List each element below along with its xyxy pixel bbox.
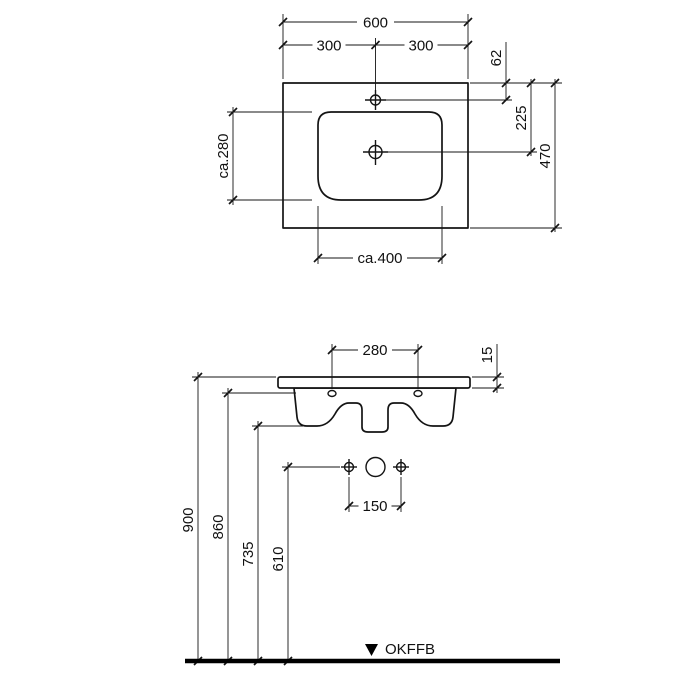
supply-left-icon bbox=[343, 461, 355, 473]
label-backing bbox=[357, 14, 394, 30]
dim-tick bbox=[501, 95, 511, 105]
fixing-hole-right-icon bbox=[413, 389, 423, 398]
drain-hole-icon bbox=[368, 144, 383, 160]
supply-right-icon bbox=[395, 461, 407, 473]
faucet-hole-icon bbox=[369, 94, 382, 106]
dim-tick bbox=[370, 40, 381, 50]
dim-tick bbox=[526, 78, 536, 88]
dim-label-62: 62 bbox=[488, 50, 505, 67]
dim-bowl-width: ca.400 bbox=[313, 206, 447, 267]
dim-tick bbox=[228, 195, 238, 205]
dim-tick bbox=[253, 421, 263, 431]
connection-symbols bbox=[341, 456, 409, 478]
dim-label-300-left: 300 bbox=[316, 38, 341, 55]
dim-label-900: 900 bbox=[180, 507, 197, 532]
dim-tick bbox=[223, 388, 233, 398]
dim-rim-thickness: 15 bbox=[472, 344, 504, 393]
dim-label-150: 150 bbox=[362, 498, 387, 515]
dim-tick bbox=[193, 372, 203, 382]
label-backing bbox=[358, 498, 392, 514]
dim-label-735: 735 bbox=[240, 541, 257, 566]
dim-tick bbox=[396, 501, 406, 511]
dim-tick bbox=[492, 372, 502, 382]
dim-tick bbox=[501, 78, 511, 88]
dim-tick bbox=[344, 501, 354, 511]
dim-label-225: 225 bbox=[513, 105, 530, 130]
dim-label-470: 470 bbox=[537, 143, 554, 168]
label-backing bbox=[404, 37, 438, 53]
dim-label-ca400: ca.400 bbox=[357, 250, 402, 267]
dim-bowl-depth: ca.280 bbox=[215, 107, 312, 205]
dim-tick bbox=[228, 107, 238, 117]
dim-tick bbox=[437, 253, 447, 263]
fixing-hole-left-icon bbox=[327, 389, 337, 398]
dim-label-300-right: 300 bbox=[408, 38, 433, 55]
dim-supply-spacing: 150 bbox=[344, 477, 406, 515]
top-view: 600 300 300 62 bbox=[215, 14, 562, 267]
dim-label-280: 280 bbox=[362, 342, 387, 359]
dim-label-15: 15 bbox=[479, 347, 496, 364]
dim-label-600: 600 bbox=[363, 15, 388, 32]
dim-tick bbox=[413, 345, 423, 355]
basin-body-outline bbox=[293, 387, 457, 433]
dim-half-widths: 300 300 bbox=[278, 37, 473, 91]
dim-tick bbox=[327, 345, 337, 355]
dim-tick bbox=[550, 223, 560, 233]
dim-trap-height: 735 bbox=[240, 421, 303, 666]
dim-tick bbox=[492, 383, 502, 393]
label-backing bbox=[312, 37, 346, 53]
dim-rim-height: 900 bbox=[180, 372, 276, 666]
dim-fixing-height: 860 bbox=[210, 388, 296, 666]
dim-tick bbox=[463, 17, 473, 27]
dim-tick bbox=[526, 147, 536, 157]
floor-marker-triangle-icon bbox=[365, 644, 378, 656]
basin-rim-outline bbox=[277, 376, 471, 389]
dim-drain-offset: 225 bbox=[513, 78, 536, 157]
dim-tick bbox=[313, 253, 323, 263]
dim-tick bbox=[278, 17, 288, 27]
dim-fixing-spacing: 280 bbox=[327, 342, 423, 389]
label-backing bbox=[358, 342, 392, 358]
dim-label-ca280: ca.280 bbox=[215, 133, 232, 178]
dim-total-depth: 470 bbox=[537, 78, 560, 233]
label-backing bbox=[353, 250, 407, 266]
dim-tick bbox=[283, 462, 293, 472]
dim-label-860: 860 bbox=[210, 514, 227, 539]
floor-label: OKFFB bbox=[385, 641, 435, 658]
dim-tick bbox=[278, 40, 288, 50]
dim-tick bbox=[550, 78, 560, 88]
dim-faucet-offset: 62 bbox=[488, 42, 511, 105]
waste-outlet-icon bbox=[365, 456, 386, 478]
dim-supply-height: 610 bbox=[270, 462, 340, 666]
dim-tick bbox=[463, 40, 473, 50]
front-view: 280 15 150 bbox=[180, 342, 560, 666]
dim-label-610: 610 bbox=[270, 546, 287, 571]
dim-total-width: 600 bbox=[278, 14, 473, 79]
